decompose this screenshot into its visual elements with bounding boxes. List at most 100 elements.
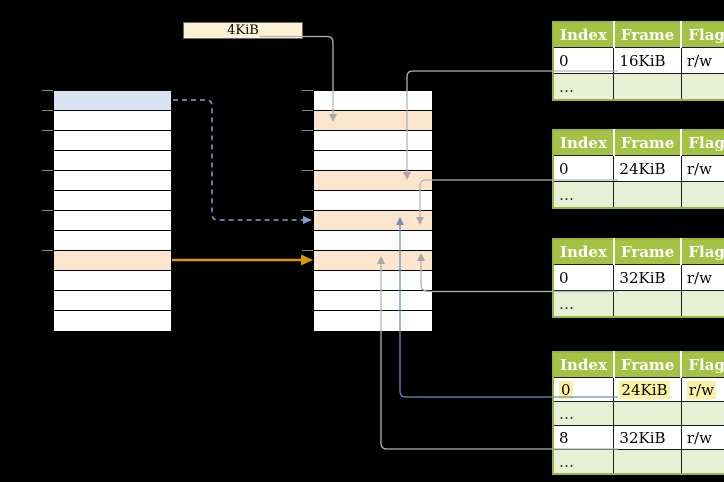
address-tick — [302, 130, 313, 131]
memory-cell-orange — [314, 251, 432, 271]
table-cell: 24KiB — [613, 155, 682, 182]
table-cell: r/w — [680, 425, 724, 450]
table-cell — [613, 401, 682, 426]
memory-cell-plain — [314, 131, 432, 151]
address-tick — [302, 210, 313, 211]
column-header-flags: Flags — [680, 22, 724, 48]
table-cell: … — [552, 181, 615, 209]
memory-cell-plain — [54, 231, 171, 251]
column-header-index: Index — [553, 239, 615, 265]
address-tick — [42, 110, 53, 111]
column-header-index: Index — [553, 22, 615, 48]
memory-cell-orange — [54, 251, 171, 271]
table-cell — [613, 181, 682, 209]
highlighted-value: r/w — [686, 380, 716, 399]
address-tick — [302, 250, 313, 251]
table-cell: r/w — [680, 377, 724, 402]
memory-cell-plain — [314, 271, 432, 291]
page-size-label: 4KiB — [227, 23, 259, 38]
table-cell: 0 — [552, 47, 615, 74]
table-cell: r/w — [680, 47, 724, 74]
physical-memory-column — [313, 90, 433, 332]
table-cell: 24KiB — [613, 377, 682, 402]
table-cell: 8 — [552, 425, 615, 450]
page-table-3: IndexFrameFlags032KiBr/w… — [552, 238, 724, 318]
table-row: … — [552, 181, 724, 209]
table-cell — [680, 73, 724, 101]
table-cell: r/w — [680, 155, 724, 182]
arrowhead-right-icon — [303, 216, 312, 224]
virtual-address-column — [53, 90, 172, 332]
column-header-frame: Frame — [612, 22, 683, 48]
address-tick — [302, 90, 313, 91]
memory-cell-plain — [54, 291, 171, 311]
table-row: … — [552, 401, 724, 426]
memory-cell-plain — [54, 211, 171, 231]
page-table: IndexFrameFlags024KiBr/w… — [552, 129, 724, 209]
table-cell: 32KiB — [613, 425, 682, 450]
memory-cell-plain — [314, 231, 432, 251]
address-tick — [42, 90, 53, 91]
memory-cell-plain — [314, 191, 432, 211]
table-cell — [613, 290, 682, 318]
table-cell — [613, 449, 682, 475]
table-cell: 32KiB — [613, 264, 682, 291]
memory-cell-plain — [314, 91, 432, 111]
memory-cell-plain — [54, 151, 171, 171]
highlighted-value: 0 — [559, 380, 573, 399]
table-cell — [680, 290, 724, 318]
memory-cell-plain — [314, 311, 432, 331]
arrowhead-right-icon — [301, 254, 313, 266]
table-cell: 0 — [552, 155, 615, 182]
column-header-flags: Flags — [680, 130, 724, 156]
memory-cell-plain — [54, 171, 171, 191]
page-table: IndexFrameFlags016KiBr/w… — [552, 21, 724, 101]
table-cell: r/w — [680, 264, 724, 291]
table-cell — [613, 73, 682, 101]
highlighted-value: 24KiB — [619, 380, 670, 399]
memory-cell-blue — [54, 91, 171, 111]
table-cell — [680, 181, 724, 209]
table-cell — [680, 401, 724, 426]
table-cell: … — [552, 290, 615, 318]
memory-cell-orange — [314, 211, 432, 231]
page-table: IndexFrameFlags024KiBr/w…832KiBr/w… — [552, 351, 724, 475]
table-cell: 16KiB — [613, 47, 682, 74]
table-row: … — [552, 449, 724, 475]
table-cell: … — [552, 449, 615, 475]
table-cell: 0 — [552, 264, 615, 291]
memory-cell-plain — [54, 311, 171, 331]
address-tick — [42, 250, 53, 251]
table-cell: … — [552, 401, 615, 426]
table-cell: … — [552, 73, 615, 101]
column-header-flags: Flags — [680, 352, 724, 378]
table-cell — [680, 449, 724, 475]
column-header-frame: Frame — [612, 352, 683, 378]
address-tick — [42, 130, 53, 131]
memory-cell-plain — [54, 191, 171, 211]
memory-cell-plain — [54, 131, 171, 151]
address-tick — [42, 210, 53, 211]
page-table-1: IndexFrameFlags016KiBr/w… — [552, 21, 724, 101]
page-table-2: IndexFrameFlags024KiBr/w… — [552, 129, 724, 209]
page-table-4: IndexFrameFlags024KiBr/w…832KiBr/w… — [552, 351, 724, 475]
memory-cell-plain — [54, 111, 171, 131]
memory-cell-orange — [314, 111, 432, 131]
table-row: … — [552, 73, 724, 101]
address-tick — [302, 110, 313, 111]
address-tick — [302, 170, 313, 171]
table-row: 0 24KiB r/w — [552, 377, 724, 402]
table-cell: 0 — [552, 377, 615, 402]
table-row: … — [552, 290, 724, 318]
column-header-flags: Flags — [680, 239, 724, 265]
page-table: IndexFrameFlags032KiBr/w… — [552, 238, 724, 318]
column-header-index: Index — [553, 352, 615, 378]
memory-cell-orange — [314, 171, 432, 191]
column-header-index: Index — [553, 130, 615, 156]
connector-virtual-to-frame-dashed — [173, 99, 303, 221]
